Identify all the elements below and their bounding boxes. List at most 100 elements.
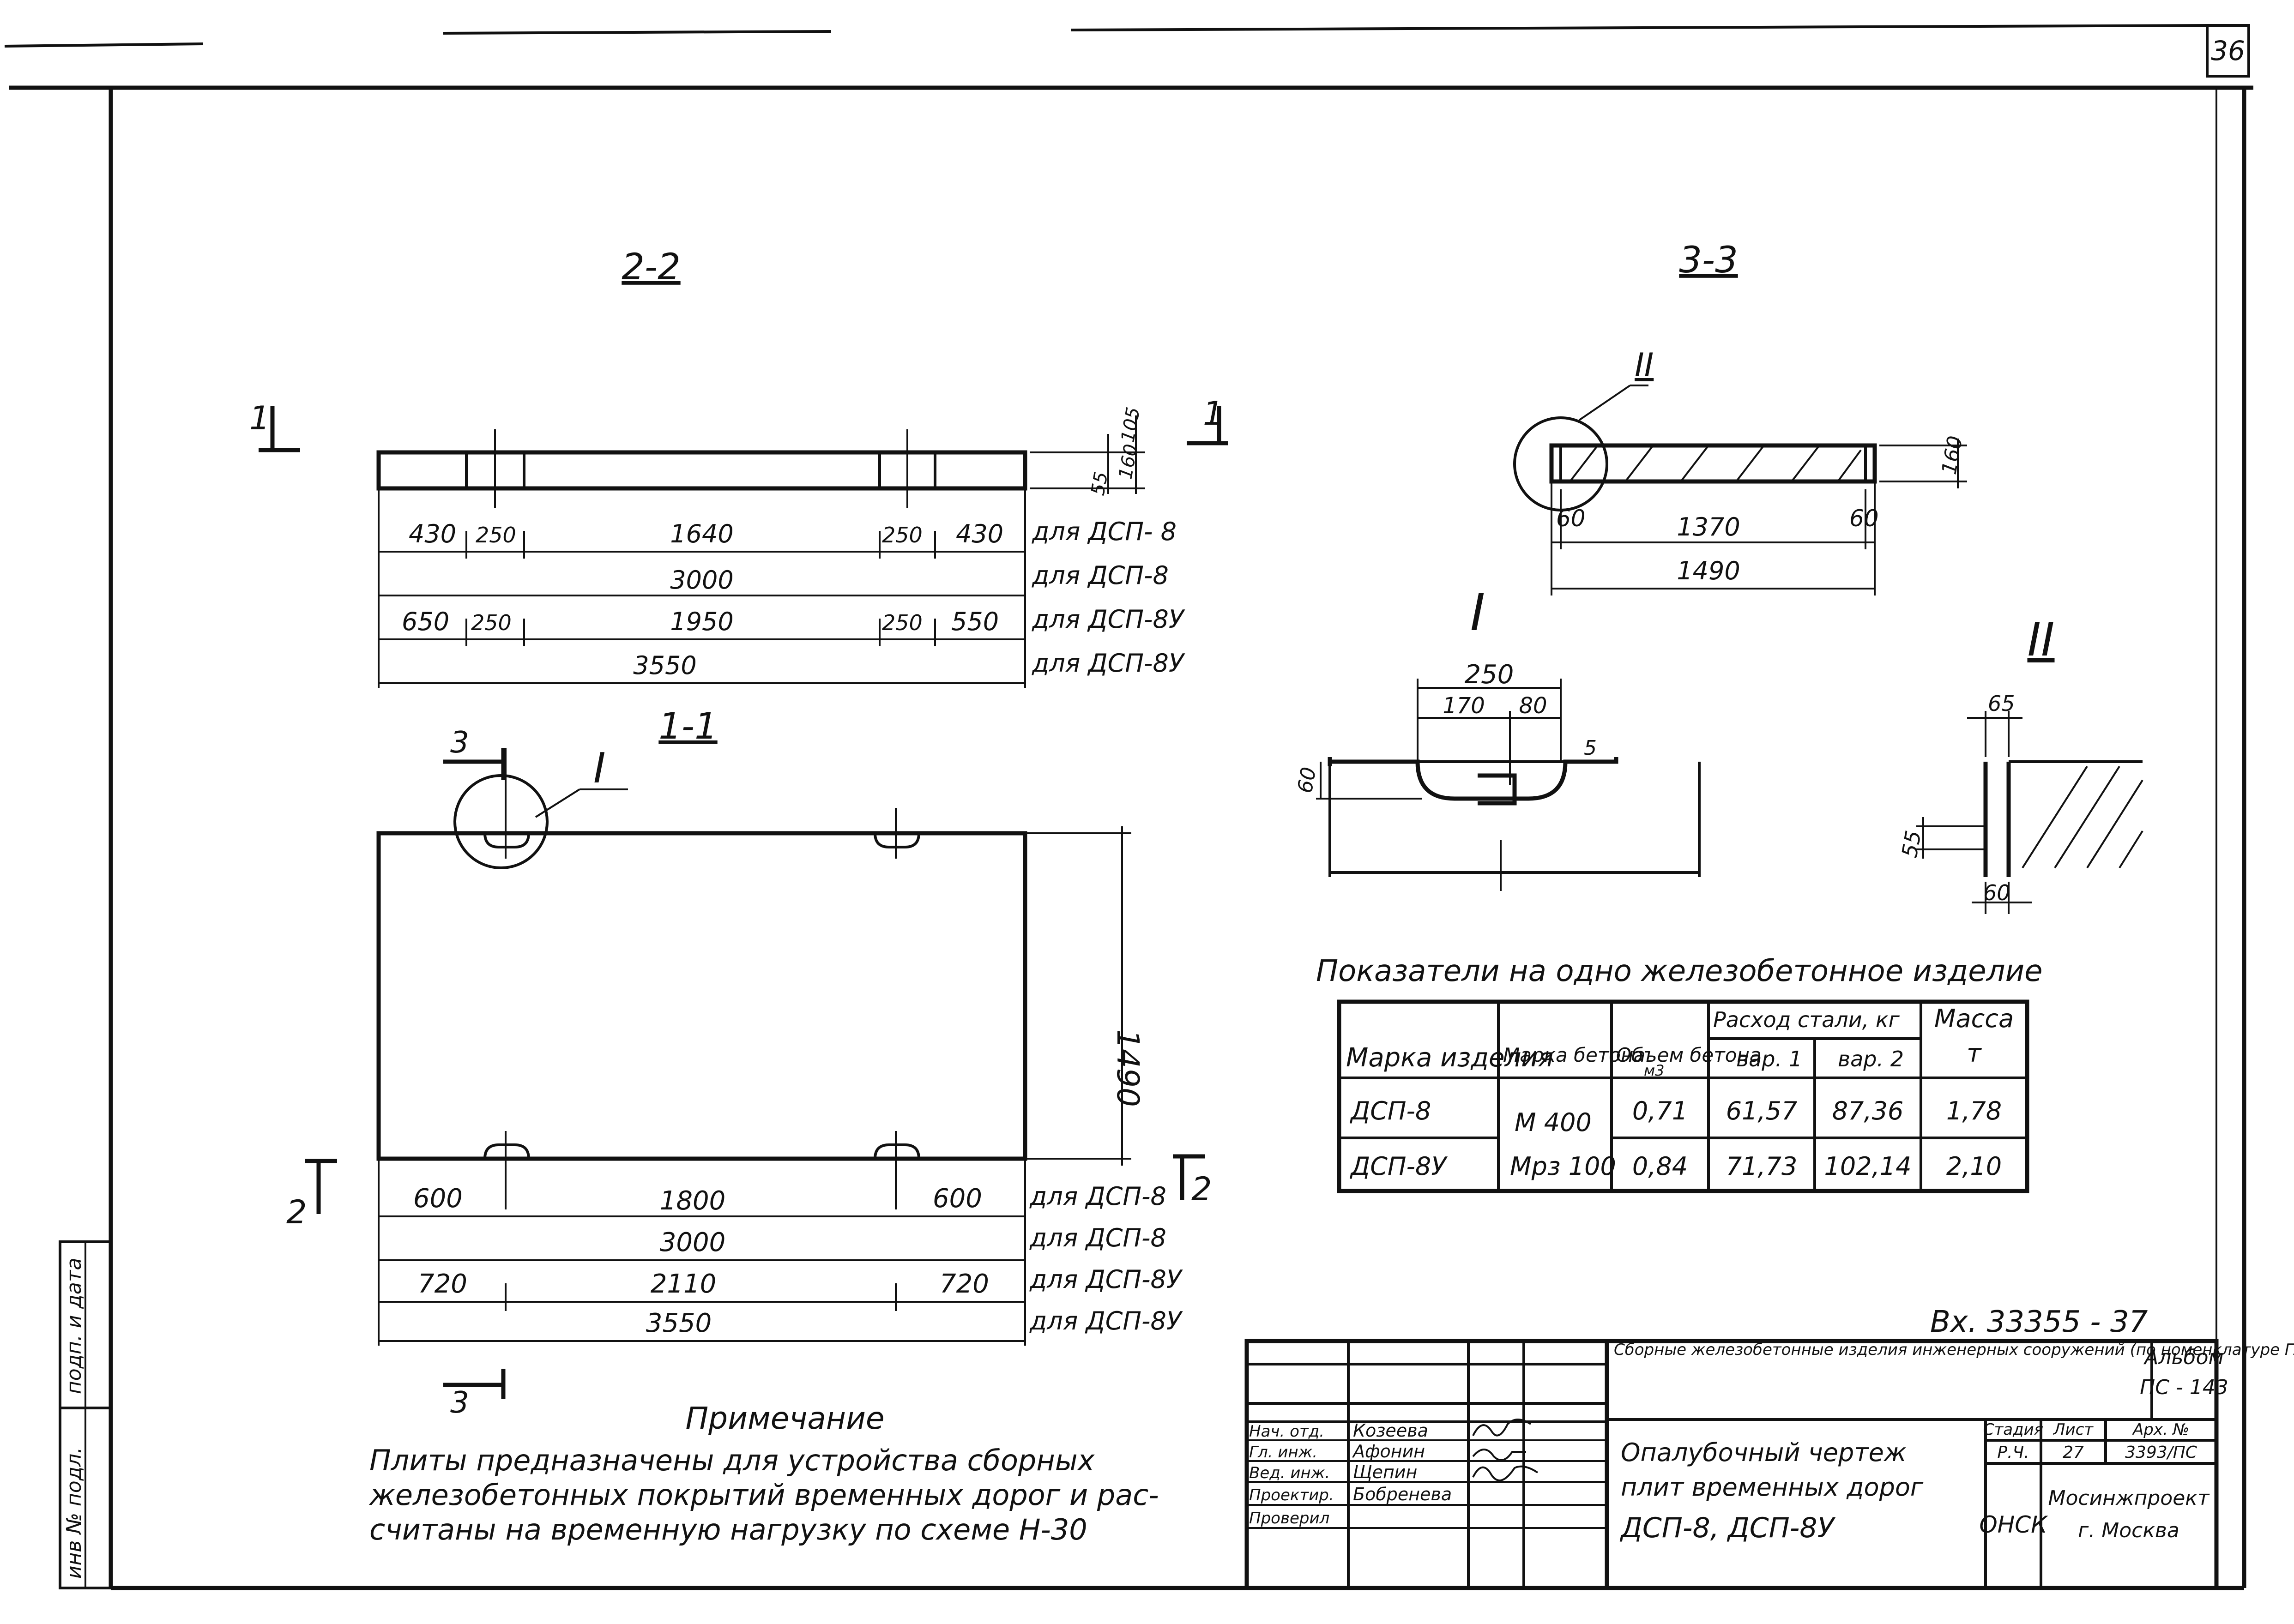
table-cell-mass: 2,10 — [1946, 1152, 2002, 1181]
table-cell-volume: 0,84 — [1632, 1152, 1688, 1181]
section-3-3-dim: 1370 — [1677, 512, 1740, 541]
title-block-role: Проектир. — [1249, 1486, 1334, 1504]
title-block-dept: ОНСК — [1979, 1511, 2048, 1538]
section-1-1-row4-dim: 3550 — [646, 1308, 712, 1338]
signatures — [1472, 1419, 1539, 1481]
section-1-1-row2-dim: 3000 — [660, 1227, 726, 1257]
table-cell-mark: ДСП-8У — [1350, 1152, 1448, 1181]
detail-I-drawing — [1316, 679, 1701, 891]
section-1-1-detail-callout: I — [593, 744, 606, 793]
detail-I-dim: 60 — [1293, 765, 1321, 795]
title-block-album-label: Альбом — [2143, 1346, 2223, 1369]
title-block-role: Гл. инж. — [1249, 1443, 1317, 1462]
table-header-var2: вар. 2 — [1838, 1047, 1904, 1071]
table-cell-mass: 1,78 — [1946, 1096, 2002, 1125]
title-block-sheet: 27 — [2063, 1443, 2084, 1462]
section-2-2-row4-label: для ДСП-8У — [1032, 649, 1185, 678]
section-1-1-row1-dim: 600 — [413, 1184, 463, 1214]
section-1-1-cut-left: 2 — [286, 1193, 307, 1231]
section-1-1-row1-dim: 600 — [933, 1184, 982, 1214]
table-cell-volume: 0,71 — [1632, 1096, 1688, 1125]
section-2-2-row3-dim: 1950 — [670, 607, 733, 636]
title-block-role: Проверил — [1249, 1509, 1329, 1528]
registration-number: Вх. 33355 - 37 — [1930, 1305, 2148, 1339]
title-block-arch: 3393/ПС — [2125, 1443, 2197, 1462]
section-3-3-dim: 60 — [1849, 505, 1879, 532]
table-cell-concrete: Мрз 100 — [1510, 1152, 1616, 1181]
section-2-2-row3-label: для ДСП-8У — [1032, 605, 1185, 634]
section-3-3-total: 1490 — [1677, 556, 1740, 585]
section-1-1-row4-label: для ДСП-8У — [1029, 1306, 1183, 1335]
table-cell-mark: ДСП-8 — [1350, 1096, 1431, 1125]
table-header-volume-unit: м3 — [1644, 1062, 1665, 1079]
sheet-frame — [4, 24, 2253, 1590]
title-block-org: Мосинжпроект — [2048, 1486, 2210, 1510]
table-cell-var1: 71,73 — [1726, 1152, 1798, 1181]
table-header-volume: Объем бетона — [1616, 1044, 1762, 1066]
title-block-stage-label: Стадия — [1983, 1420, 2043, 1439]
detail-I-dim: 5 — [1584, 736, 1597, 760]
detail-I-dim: 250 — [1465, 660, 1514, 690]
title-block-drawing-title: плит временных дорог — [1621, 1473, 1924, 1502]
section-2-2-row2-dim: 3000 — [670, 565, 733, 595]
title-block-name: Афонин — [1352, 1441, 1425, 1462]
section-1-1-cut-bottom: 3 — [450, 1386, 469, 1420]
note-line: считаны на временную нагрузку по схеме Н… — [369, 1513, 1087, 1546]
section-2-2-row1-dim: 250 — [882, 523, 923, 547]
detail-II-drawing — [1916, 711, 2143, 914]
section-3-3-dim: 60 — [1556, 505, 1586, 532]
title-block-drawing-title: Опалубочный чертеж — [1621, 1438, 1907, 1467]
table-cell-var2: 87,36 — [1832, 1096, 1904, 1125]
section-2-2-row2-label: для ДСП-8 — [1032, 561, 1169, 590]
table-cell-var1: 61,57 — [1726, 1096, 1798, 1125]
table-header-var1: вар. 1 — [1736, 1047, 1802, 1071]
section-1-1-drawing — [305, 748, 1205, 1399]
section-2-2-dim-160: 160 — [1115, 443, 1142, 481]
section-3-3-height-dim: 160 — [1938, 434, 1968, 476]
section-2-2-row3-dim: 650 — [402, 607, 449, 636]
detail-II-title: II — [2028, 613, 2055, 667]
section-2-2-row3-dim: 250 — [882, 610, 923, 635]
title-block-name: Козеева — [1353, 1420, 1428, 1441]
section-2-2-dim-105: 105 — [1117, 406, 1145, 444]
section-2-2-row1-dim: 1640 — [670, 519, 733, 548]
section-1-1-height-dim: 1490 — [1110, 1029, 1146, 1107]
table-header-mass: Масса — [1934, 1004, 2014, 1033]
section-1-1-title: 1-1 — [658, 706, 717, 747]
title-block-arch-label: Арх. № — [2132, 1420, 2189, 1439]
indicators-title: Показатели на одно железобетонное издели… — [1316, 954, 2043, 988]
section-2-2-title: 2-2 — [622, 247, 680, 288]
section-3-3-title: 3-3 — [1679, 240, 1738, 281]
section-1-1-row2-label: для ДСП-8 — [1029, 1223, 1166, 1252]
section-2-2-row1-dim: 250 — [476, 523, 516, 547]
table-header-concrete: Марка бетона — [1503, 1044, 1645, 1066]
section-2-2-cut-right: 1 — [1203, 395, 1224, 433]
section-1-1-row3-dim: 2110 — [651, 1269, 717, 1299]
title-block-project: Сборные железобетонные изделия инженерны… — [1614, 1341, 2294, 1359]
section-1-1-row1-label: для ДСП-8 — [1029, 1182, 1166, 1211]
title-block-role: Нач. отд. — [1249, 1422, 1324, 1441]
table-header-steel: Расход стали, кг — [1713, 1007, 1900, 1032]
section-2-2-dim-55: 55 — [1087, 470, 1112, 497]
detail-I-dim: 80 — [1519, 693, 1547, 719]
note-title: Примечание — [686, 1401, 885, 1436]
detail-II-dim: 55 — [1897, 829, 1926, 860]
section-2-2-row1-dim: 430 — [409, 519, 456, 548]
title-block-role: Вед. инж. — [1249, 1464, 1330, 1482]
indicators-table-grid — [1337, 999, 2029, 1193]
title-block-grid — [1244, 1339, 2219, 1590]
side-stamp — [59, 1240, 112, 1589]
section-1-1-row3-label: для ДСП-8У — [1029, 1265, 1183, 1294]
title-block-name: Бобренева — [1353, 1484, 1452, 1504]
section-2-2-row4-dim: 3550 — [633, 651, 696, 680]
section-2-2-row3-dim: 250 — [471, 610, 512, 635]
section-2-2-drawing — [259, 406, 1228, 688]
table-header-mass-unit: т — [1967, 1039, 1982, 1068]
side-stamp-inv: инв № подл. — [62, 1447, 86, 1579]
section-2-2-cut-left: 1 — [249, 399, 270, 437]
table-cell-concrete: М 400 — [1515, 1108, 1592, 1137]
detail-II-dim: 65 — [1988, 691, 2015, 716]
section-2-2-row3-dim: 550 — [951, 607, 999, 636]
table-cell-var2: 102,14 — [1824, 1152, 1912, 1181]
